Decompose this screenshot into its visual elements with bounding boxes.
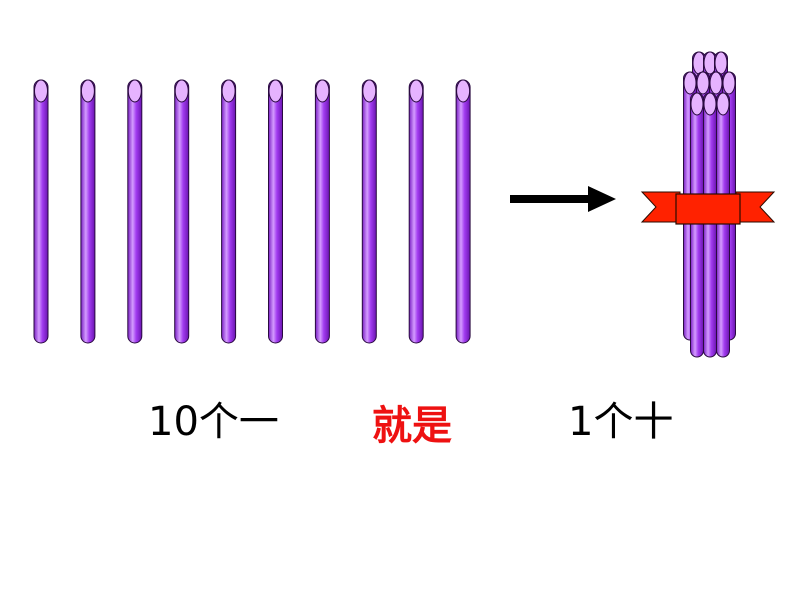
stick: [127, 79, 143, 344]
bundled-stick: [703, 92, 717, 358]
caption-one-ten: 1个十: [568, 399, 674, 445]
loose-sticks-group: [33, 79, 471, 344]
stick: [455, 79, 471, 344]
stick: [314, 79, 330, 344]
stick: [408, 79, 424, 344]
stick: [361, 79, 377, 344]
stick: [174, 79, 190, 344]
ribbon-icon: [640, 191, 776, 225]
stick: [80, 79, 96, 344]
stick: [221, 79, 237, 344]
caption-ten-ones: 10个一: [148, 399, 279, 445]
bundled-stick: [690, 92, 704, 358]
stick: [268, 79, 283, 344]
arrow-right-icon: [510, 186, 616, 212]
bundled-stick: [716, 92, 730, 358]
caption-equals: 就是: [372, 403, 452, 449]
stick: [33, 79, 49, 344]
